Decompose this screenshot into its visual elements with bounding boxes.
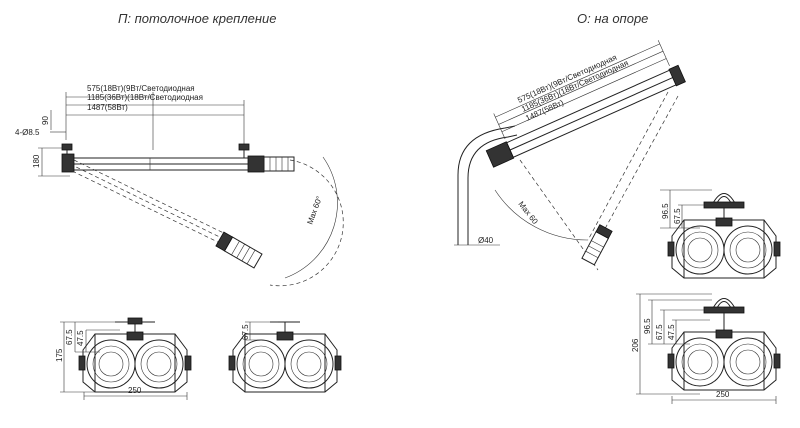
dim-max-angle-right: Max 60 bbox=[516, 200, 540, 227]
dim-67-5-b: 67.5 bbox=[241, 324, 250, 340]
title-pole-mount: О: на опоре bbox=[577, 11, 648, 26]
end-view-ceiling-1: 175 67.5 47.5 250 bbox=[55, 317, 192, 400]
dim-pipe-dia: Ø40 bbox=[478, 236, 494, 245]
dim-67-5-c: 67.5 bbox=[673, 208, 682, 224]
dim-250-a: 250 bbox=[128, 386, 142, 395]
dim-206: 206 bbox=[631, 338, 640, 352]
pole-mount-side-view: Ø40 575(18Вт)(9Вт/Светодиодная 1185(36Вт… bbox=[454, 40, 686, 271]
end-view-ceiling-2: 67.5 bbox=[228, 321, 342, 393]
dim-47-5-b: 47.5 bbox=[667, 324, 676, 340]
end-view-pole-top: 96.5 67.5 bbox=[660, 189, 781, 279]
dim-holes: 4-Ø8.5 bbox=[15, 128, 40, 137]
end-view-pole-bottom: 206 96.5 67.5 47.5 250 bbox=[631, 293, 781, 404]
dim-max-angle: Max 60° bbox=[305, 195, 324, 226]
dim-96-5-b: 96.5 bbox=[643, 318, 652, 334]
dim-length-1487: 1487(58Вт) bbox=[87, 103, 128, 112]
dim-90: 90 bbox=[41, 116, 50, 125]
dim-180: 180 bbox=[32, 154, 41, 168]
dim-175: 175 bbox=[55, 348, 64, 362]
ceiling-mount-side-view: 575(18Вт)(9Вт/Светодиодная 1185(36Вт)(18… bbox=[15, 84, 344, 287]
dim-right-575: 575(18Вт)(9Вт/Светодиодная bbox=[516, 53, 618, 105]
dim-47-5-a: 47.5 bbox=[76, 330, 85, 346]
dim-67-5-a: 67.5 bbox=[65, 329, 74, 345]
dim-250-b: 250 bbox=[716, 390, 730, 399]
dim-96-5-a: 96.5 bbox=[661, 203, 670, 219]
dim-length-1185: 1185(36Вт)(18Вт/Светодиодная bbox=[87, 93, 203, 102]
dim-67-5-d: 67.5 bbox=[655, 324, 664, 340]
title-ceiling-mount: П: потолочное крепление bbox=[118, 11, 277, 26]
dim-length-575: 575(18Вт)(9Вт/Светодиодная bbox=[87, 84, 195, 93]
